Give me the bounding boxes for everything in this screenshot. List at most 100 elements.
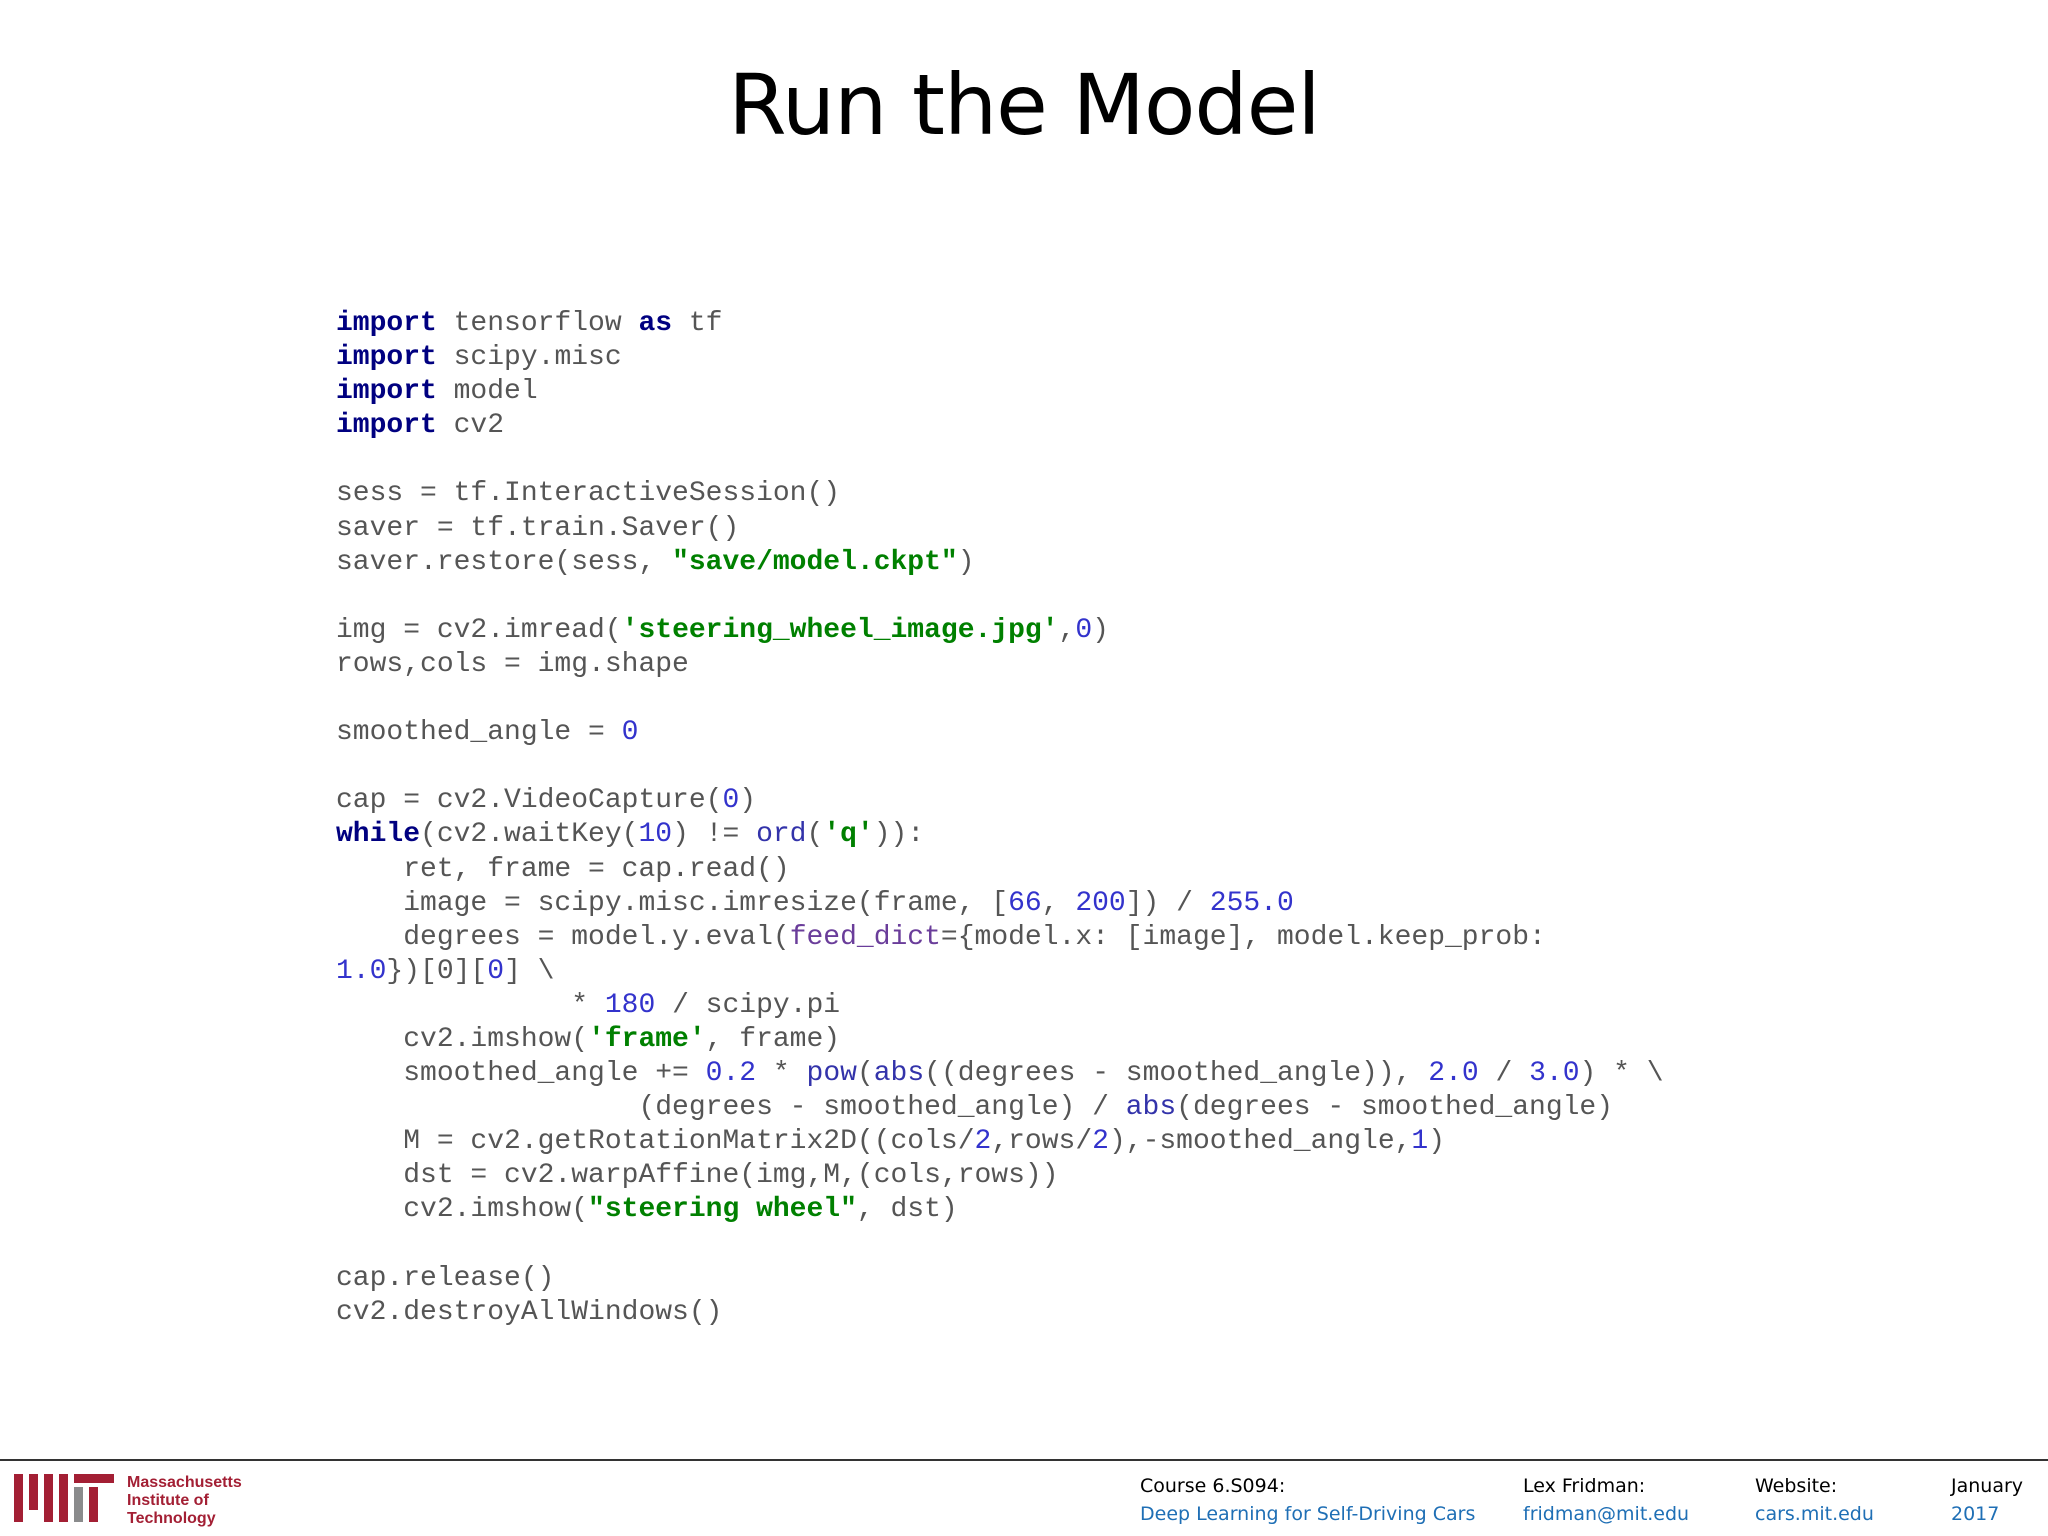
date-month: January xyxy=(1951,1475,2024,1497)
code-line: 1.0})[0][0] \ xyxy=(336,955,1664,989)
code-text: ((degrees - smoothed_angle)), xyxy=(924,1058,1429,1090)
code-text: cap.release() xyxy=(336,1262,555,1294)
code-builtin: abs xyxy=(1125,1092,1177,1124)
code-number: 2 xyxy=(1092,1126,1109,1158)
code-line xyxy=(336,750,1664,784)
code-line: smoothed_angle += 0.2 * pow(abs((degrees… xyxy=(336,1057,1664,1091)
mit-wordmark-line: Massachusetts xyxy=(127,1474,242,1491)
course-name: Deep Learning for Self-Driving Cars xyxy=(1140,1503,1476,1525)
code-text: tensorflow xyxy=(436,308,639,339)
date-year: 2017 xyxy=(1951,1503,2000,1525)
code-keyword: import xyxy=(336,342,437,374)
code-number: 3.0 xyxy=(1529,1058,1580,1090)
code-line: degrees = model.y.eval(feed_dict={model.… xyxy=(336,921,1664,955)
code-string: "steering wheel" xyxy=(588,1194,857,1226)
code-number: 255.0 xyxy=(1209,887,1294,919)
code-text: degrees = model.y.eval( xyxy=(336,921,790,953)
code-text: cv2 xyxy=(436,410,505,442)
code-text: dst = cv2.warpAffine(img,M,(cols,rows)) xyxy=(336,1160,1059,1192)
code-line xyxy=(336,580,1664,614)
mit-logo-icon xyxy=(14,1474,114,1522)
code-text: img = cv2.imread( xyxy=(336,614,622,646)
code-line: ret, frame = cap.read() xyxy=(336,853,1664,887)
author-email-link[interactable]: fridman@mit.edu xyxy=(1523,1503,1690,1525)
code-text: * xyxy=(756,1058,807,1090)
code-line: (degrees - smoothed_angle) / abs(degrees… xyxy=(336,1091,1664,1125)
code-line: dst = cv2.warpAffine(img,M,(cols,rows)) xyxy=(336,1159,1664,1193)
code-text: , frame) xyxy=(705,1023,841,1055)
code-number: 2 xyxy=(974,1126,992,1158)
code-keyword: import xyxy=(336,308,437,339)
code-text: cv2.imshow( xyxy=(336,1023,589,1055)
code-line: rows,cols = img.shape xyxy=(336,648,1664,682)
footer-divider xyxy=(0,1459,2048,1461)
code-text: , xyxy=(1041,887,1076,919)
code-line: cap.release() xyxy=(336,1262,1664,1296)
code-text: , dst) xyxy=(856,1194,958,1226)
code-text: ={model.x: [image], model.keep_prob: xyxy=(940,921,1546,953)
code-number: 180 xyxy=(604,989,656,1021)
code-text: (degrees - smoothed_angle) xyxy=(1176,1092,1614,1124)
code-text: , xyxy=(1058,614,1076,646)
code-text: ]) / xyxy=(1125,887,1210,919)
footer-course: Course 6.S094: Deep Learning for Self-Dr… xyxy=(1140,1472,1475,1528)
code-text: smoothed_angle = xyxy=(336,717,622,749)
code-line: cap = cv2.VideoCapture(0) xyxy=(336,784,1664,818)
code-keyword: import xyxy=(336,410,437,442)
footer-author: Lex Fridman: fridman@mit.edu xyxy=(1523,1472,1689,1528)
code-line: M = cv2.getRotationMatrix2D((cols/2,rows… xyxy=(336,1125,1664,1159)
code-text: saver = tf.train.Saver() xyxy=(336,512,740,544)
mit-wordmark-line: Institute of xyxy=(127,1492,209,1509)
code-text: smoothed_angle += xyxy=(336,1058,706,1090)
footer-website: Website: cars.mit.edu xyxy=(1755,1472,1874,1528)
code-number: 66 xyxy=(1008,887,1042,919)
code-string: "save/model.ckpt" xyxy=(672,546,958,578)
code-text: sess = tf.InteractiveSession() xyxy=(336,478,841,510)
code-line xyxy=(336,682,1664,716)
code-text: scipy.misc xyxy=(436,342,622,374)
code-number: 1 xyxy=(1411,1126,1429,1158)
code-text: image = scipy.misc.imresize(frame, [ xyxy=(336,887,1009,919)
code-line: import model xyxy=(336,375,1664,409)
code-text: / scipy.pi xyxy=(655,989,841,1021)
code-line xyxy=(336,1228,1664,1262)
code-line: img = cv2.imread('steering_wheel_image.j… xyxy=(336,614,1664,648)
code-builtin: pow xyxy=(806,1058,857,1090)
code-string: 'steering_wheel_image.jpg' xyxy=(621,614,1059,646)
code-number: 0 xyxy=(722,785,740,817)
code-line: * 180 / scipy.pi xyxy=(336,989,1664,1023)
code-text: ),-smoothed_angle, xyxy=(1108,1126,1412,1158)
website-label: Website: xyxy=(1755,1475,1838,1497)
code-text: ) != xyxy=(672,819,757,851)
website-link[interactable]: cars.mit.edu xyxy=(1755,1503,1874,1525)
code-line: import cv2 xyxy=(336,409,1664,443)
code-text: )): xyxy=(873,819,925,851)
code-line: sess = tf.InteractiveSession() xyxy=(336,477,1664,511)
slide-title: Run the Model xyxy=(728,56,1321,154)
code-text: ret, frame = cap.read() xyxy=(336,853,790,885)
code-keyword: while xyxy=(336,819,421,851)
code-number: 0 xyxy=(487,955,505,987)
code-number: 2.0 xyxy=(1428,1058,1479,1090)
code-text: * xyxy=(336,989,605,1021)
code-string: 'frame' xyxy=(588,1023,706,1055)
author-label: Lex Fridman: xyxy=(1523,1475,1646,1497)
course-label: Course 6.S094: xyxy=(1140,1475,1286,1497)
code-text: ( xyxy=(856,1058,874,1090)
code-keyword: import xyxy=(336,376,437,408)
footer-date: January 2017 xyxy=(1951,1472,2023,1528)
code-text: ) * \ xyxy=(1579,1058,1664,1090)
code-text: ) xyxy=(739,785,757,817)
code-number: 0.2 xyxy=(705,1058,757,1090)
code-line: cv2.imshow("steering wheel", dst) xyxy=(336,1193,1664,1227)
code-text: model xyxy=(436,376,538,408)
code-text: cv2.imshow( xyxy=(336,1194,589,1226)
code-text: cv2.destroyAllWindows() xyxy=(336,1296,723,1328)
code-text: })[0][ xyxy=(386,955,488,987)
code-text: M = cv2.getRotationMatrix2D((cols/ xyxy=(336,1126,975,1158)
code-text: tf xyxy=(672,308,723,339)
code-text: rows,cols = img.shape xyxy=(336,648,689,680)
code-line: import tensorflow as tf xyxy=(336,307,1664,341)
code-keyword: as xyxy=(638,308,673,339)
